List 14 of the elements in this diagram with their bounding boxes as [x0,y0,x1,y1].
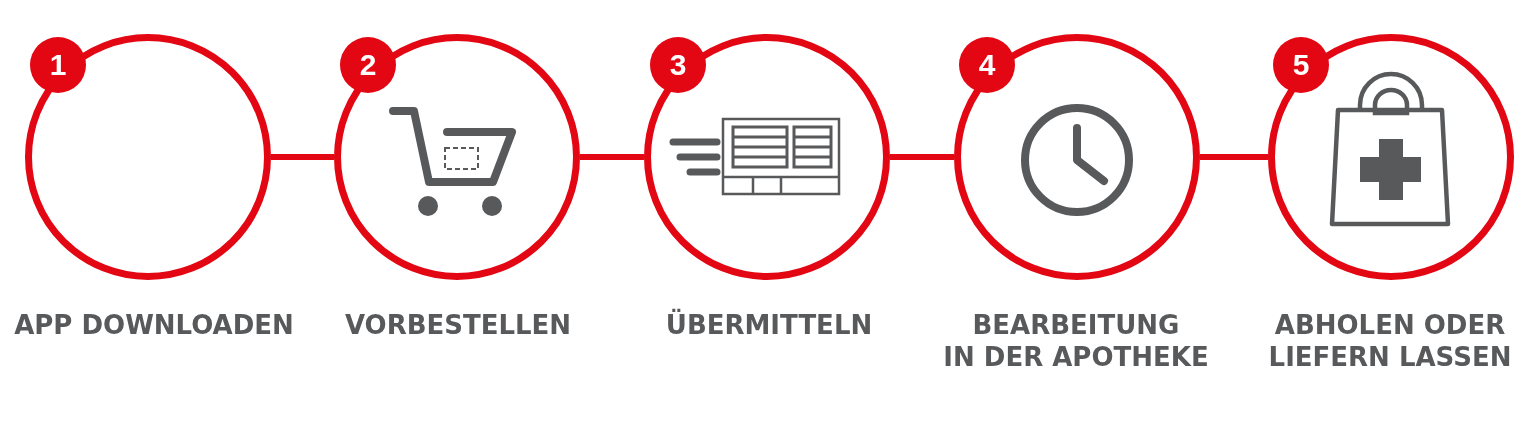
step-label: BEARBEITUNG IN DER APOTHEKE [943,309,1209,373]
connector-line [580,154,644,160]
step-label: ABHOLEN ODER LIEFERN LASSEN [1268,309,1512,373]
connector-line [890,154,954,160]
step-label: VORBESTELLEN [344,309,572,341]
step-number-badge: 5 [1273,37,1329,93]
step-number-badge: 3 [650,37,706,93]
step-label: ÜBERMITTELN [665,309,873,341]
step-number-badge: 2 [340,37,396,93]
step-number-badge: 1 [30,37,86,93]
connector-line [271,154,334,160]
step-number-badge: 4 [959,37,1015,93]
step-label: APP DOWNLOADEN [14,309,294,341]
connector-line [1200,154,1268,160]
